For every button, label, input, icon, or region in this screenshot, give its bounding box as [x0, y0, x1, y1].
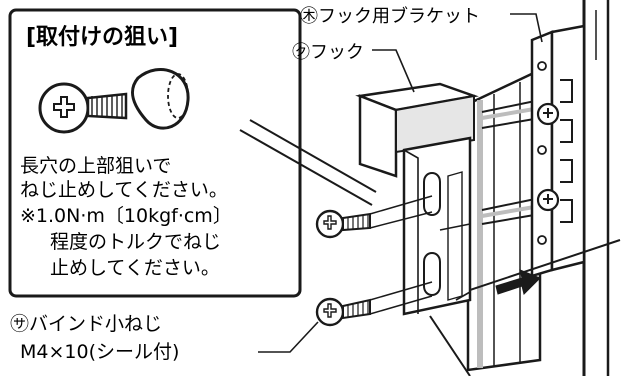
- bracket-screw-lower: [536, 188, 560, 212]
- callout-title: [取付けの狙い]: [26, 25, 178, 50]
- hook-label: ㋗フック: [292, 42, 364, 63]
- binding-screw-leader: [258, 321, 319, 353]
- hook-bracket-label: ㊍フック用ブラケット: [300, 5, 480, 27]
- note-line-2: ねじ止めしてください。: [20, 179, 228, 201]
- hook-leader: [372, 49, 415, 93]
- binding-screw-upper: [315, 195, 433, 239]
- callout-note: 長穴の上部狙いで ねじ止めしてください。 ※1.0N·m〔10kgf·cm〕 程…: [20, 155, 232, 279]
- binding-screw-label-line1: ㋚バインド小ねじ: [10, 313, 162, 335]
- note-line-1: 長穴の上部狙いで: [20, 155, 171, 177]
- callout-box: [8, 8, 302, 298]
- bracket-screw-upper: [536, 102, 560, 126]
- callout-pointer: [239, 129, 373, 206]
- note-line-5: 止めしてください。: [50, 257, 220, 279]
- binding-screw-lower: [315, 281, 433, 327]
- insert-direction-arrow: [495, 269, 541, 295]
- callout-group: [取付けの狙い] 長穴の上部狙いで ねじ止めしてください。 ※1.0N·m〔10…: [8, 8, 377, 298]
- hook-bracket-leader: [510, 13, 543, 43]
- rail-structure: [429, 0, 621, 376]
- note-line-4: 程度のトルクでねじ: [50, 231, 221, 253]
- callout-screw-illustration: [38, 68, 190, 134]
- note-line-3: ※1.0N·m〔10kgf·cm〕: [20, 205, 232, 227]
- binding-screw-label-line2: M4×10(シール付): [20, 341, 179, 363]
- hook: [355, 82, 479, 316]
